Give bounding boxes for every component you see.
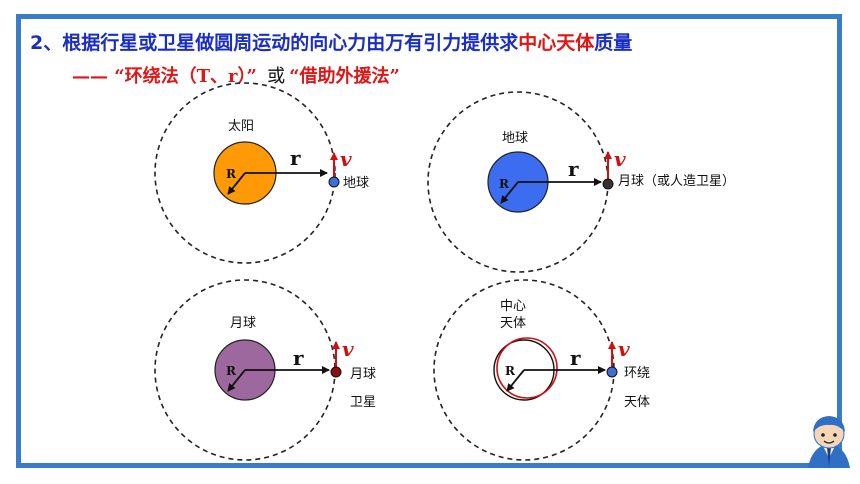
panel-general: 中心 天体 R r v 环绕 天体 <box>433 279 650 461</box>
heading-prefix: 2、根据行星或卫星做圆周运动的向心力由万有引力提供求 <box>30 32 519 54</box>
orbiting-body-label: 月球 <box>350 367 376 382</box>
heading-highlight: 中心天体 <box>518 32 595 54</box>
orbiting-body <box>606 366 618 378</box>
orbiting-body-label-2: 天体 <box>624 395 650 410</box>
R-label: R <box>226 364 237 378</box>
R-label: R <box>226 167 237 181</box>
central-body-label: 月球 <box>230 316 256 331</box>
R-arrow <box>500 181 519 204</box>
R-arrow <box>227 369 246 392</box>
orbiting-body-label: 月球（或人造卫星） <box>618 174 735 189</box>
central-body-label: 地球 <box>502 131 528 146</box>
subline-dash: —— <box>72 66 108 87</box>
R-arrow <box>506 369 525 392</box>
r-label: r <box>290 146 301 170</box>
v-label: v <box>618 337 630 361</box>
orbiting-body-label-2: 卫星 <box>350 395 376 410</box>
r-label: r <box>568 157 579 181</box>
r-label: r <box>570 346 581 370</box>
heading-suffix: 质量 <box>594 32 633 54</box>
central-body-label-2: 天体 <box>500 316 526 331</box>
panel-earth: 地球 R r v 月球（或人造卫星） <box>427 91 735 273</box>
R-label: R <box>505 364 516 378</box>
teacher-mascot-icon <box>808 416 850 468</box>
central-body-label: 太阳 <box>228 119 254 134</box>
v-label: v <box>342 337 354 361</box>
central-body-label-1: 中心 <box>500 299 526 314</box>
slide-heading: 2、根据行星或卫星做圆周运动的向心力由万有引力提供求中心天体质量 <box>30 28 632 55</box>
method-subline: —— “环绕法（T、r）” 或“借助外援法” <box>72 62 400 88</box>
v-label: v <box>340 147 352 171</box>
panel-sun: 太阳 R r v 地球 <box>154 82 369 264</box>
method-orbit: “环绕法（T、r）” <box>114 66 257 87</box>
v-label: v <box>614 147 626 171</box>
subline-or: 或 <box>267 66 286 87</box>
orbiting-body-label: 地球 <box>343 176 369 191</box>
central-body-red-outline <box>496 337 558 399</box>
orbiting-body <box>328 176 340 188</box>
orbiting-body-label-1: 环绕 <box>624 366 650 381</box>
r-label: r <box>293 346 304 370</box>
R-arrow <box>227 172 246 195</box>
orbiting-body <box>330 366 342 378</box>
panel-moon: 月球 R r v 月球 卫星 <box>154 279 376 461</box>
method-external: “借助外援法” <box>289 66 400 87</box>
R-label: R <box>499 177 510 191</box>
orbiting-body <box>602 178 614 190</box>
slide-frame <box>16 14 842 468</box>
